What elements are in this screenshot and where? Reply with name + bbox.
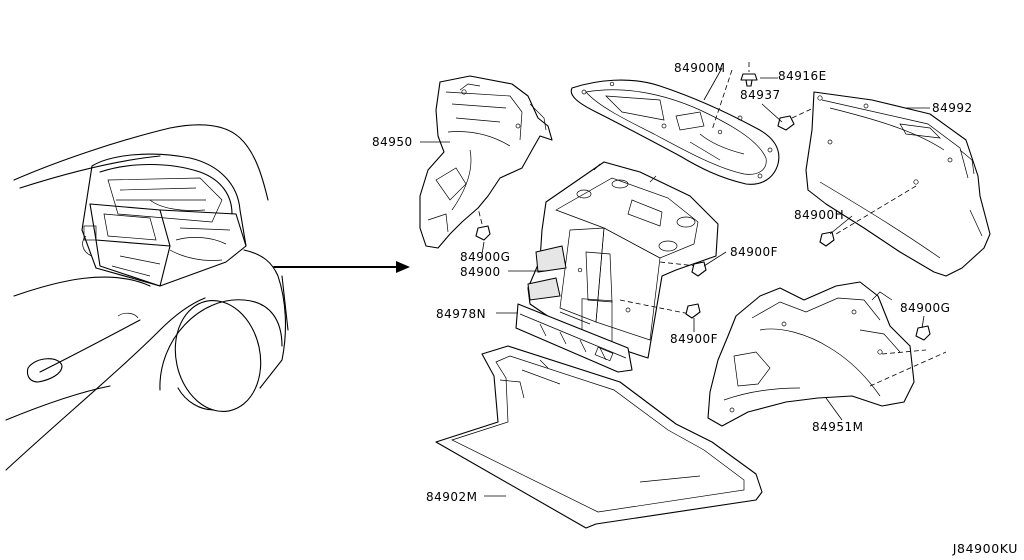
leader-lines [420, 67, 930, 497]
callout-84900F-upper: 84900F [730, 245, 779, 259]
part-84900G-clip-left [475, 207, 491, 241]
part-84902M-trunk-floor-mat [435, 345, 763, 529]
part-84978N-rear-sill-finisher [515, 303, 633, 373]
part-84916E-clip [711, 62, 758, 131]
callout-84951M: 84951M [812, 420, 864, 434]
vehicle-overview [5, 124, 289, 471]
part-84900H-clip [819, 231, 835, 247]
part-84950-left-trunk-side-finisher [419, 75, 553, 249]
part-84900M-trunk-lid-finisher [570, 79, 780, 185]
callout-84900: 84900 [460, 265, 501, 279]
part-84900F-clip-lower [685, 303, 701, 319]
callout-84992: 84992 [932, 101, 973, 115]
callout-84900G-left: 84900G [460, 250, 511, 264]
diagram-code: J84900KU [952, 541, 1018, 556]
part-84900G-clip-right [915, 325, 931, 341]
direction-arrow [273, 261, 410, 273]
callout-84902M: 84902M [426, 490, 478, 504]
callout-84900F-lower: 84900F [670, 332, 719, 346]
callout-84916E: 84916E [778, 69, 827, 83]
part-84951M-right-trunk-side-finisher [707, 281, 947, 427]
callout-84900M: 84900M [674, 61, 726, 75]
callout-84978N: 84978N [436, 307, 487, 321]
part-84900-rear-panel-finisher [527, 161, 719, 359]
callout-84900G-right: 84900G [900, 301, 951, 315]
callout-84950: 84950 [372, 135, 413, 149]
callout-84937: 84937 [740, 88, 781, 102]
part-84900F-clip-upper [691, 261, 707, 277]
part-84992-rear-parcel-finisher [805, 91, 991, 277]
callout-84900H: 84900H [794, 208, 845, 222]
